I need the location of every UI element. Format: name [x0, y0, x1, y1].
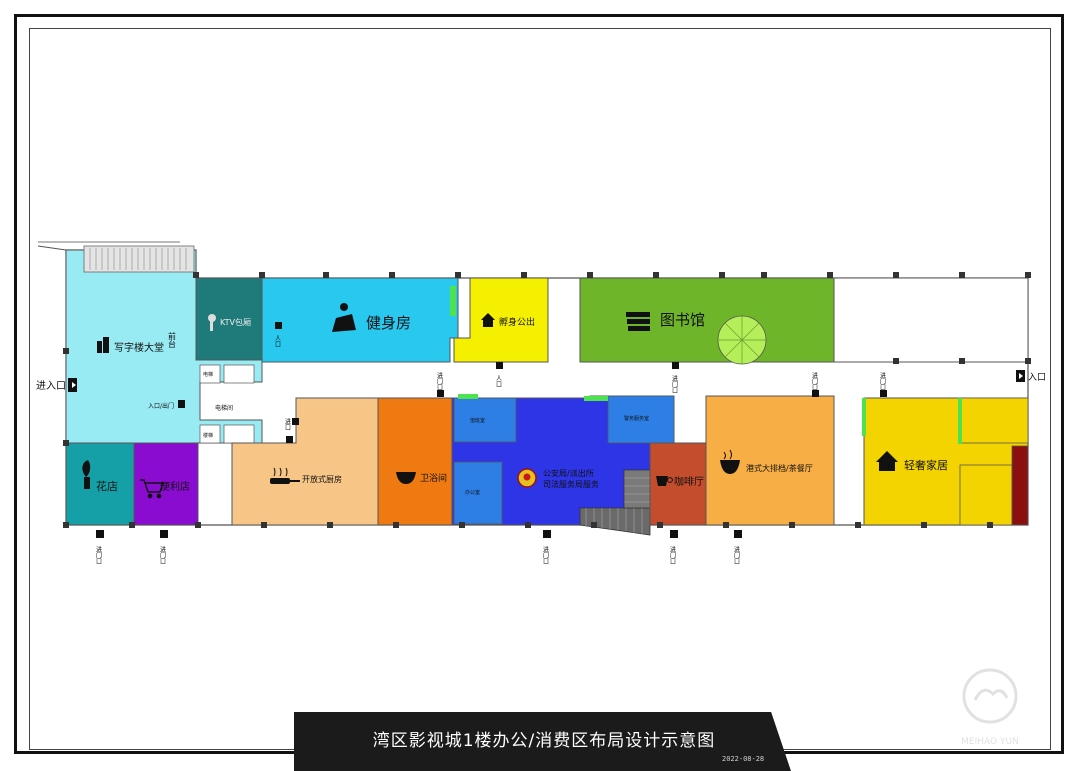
- room-home-sub1: [959, 397, 1029, 444]
- small-room-2: [199, 424, 221, 444]
- small-room-1: [199, 364, 221, 384]
- police-green-door-2: [458, 394, 478, 399]
- door-marker-bottom-2: 进门口: [159, 530, 168, 565]
- svg-text:人口: 人口: [495, 375, 502, 388]
- watermark-logo-icon: MEIHAO YUN: [961, 668, 1019, 747]
- door-marker-top-1: 人口: [274, 322, 282, 348]
- police-badge-icon: [517, 468, 537, 488]
- label-police-sub1: 值班室: [470, 417, 485, 424]
- label-home: 轻奢家居: [904, 458, 948, 472]
- label-police: 公安局/派出所: [543, 468, 594, 478]
- svg-text:进门口: 进门口: [671, 374, 678, 394]
- small-room-4: [223, 424, 255, 444]
- label-police-sub2: 办公室: [465, 489, 480, 496]
- svg-text:进门口: 进门口: [436, 371, 443, 391]
- label-left-entrance: 进入口: [36, 380, 66, 392]
- svg-text:进门口: 进门口: [159, 545, 166, 565]
- label-office-lobby: 写字楼大堂: [114, 341, 164, 354]
- home-icon-small: [481, 313, 495, 327]
- door-marker-top-2: 人口: [495, 362, 503, 388]
- microphone-icon: [208, 314, 216, 331]
- spiral-staircase-icon: [717, 315, 767, 365]
- room-police-sub2: [453, 461, 503, 525]
- label-coffee: 咖啡厅: [674, 476, 704, 488]
- label-bathroom: 卫浴间: [420, 472, 447, 484]
- fitness-icon: [332, 303, 356, 332]
- columns: [63, 272, 1031, 528]
- svg-text:进门口: 进门口: [733, 545, 740, 565]
- svg-text:进口: 进口: [284, 417, 291, 431]
- door-marker-left-1: [178, 400, 185, 408]
- canopy-hatch: [89, 248, 187, 270]
- door-marker-bottom-4: 进门口: [669, 530, 678, 565]
- bathtub-icon: [396, 472, 416, 484]
- label-small-room-1: 电梯: [203, 371, 213, 378]
- door-marker-bottom-3: 进门口: [542, 530, 551, 565]
- room-open-area: [833, 277, 1029, 363]
- cart-icon: [140, 479, 165, 499]
- room-flower-shop: [65, 442, 135, 526]
- restaurant-bowl-icon: [720, 449, 740, 474]
- label-police-sub3: 警务服务室: [624, 415, 649, 422]
- label-front-desk: 前台: [168, 331, 177, 349]
- room-library: [579, 277, 835, 363]
- room-police-sub1: [453, 397, 517, 443]
- door-marker-mid-2: 进门口: [811, 371, 819, 397]
- diagram-title: 湾区影视城1楼办公/消费区布局设计示意图: [372, 731, 716, 751]
- police-green-door: [584, 396, 608, 401]
- label-entry-exit: 入口/出门: [148, 402, 174, 410]
- room-gym: [261, 277, 459, 363]
- plant-icon: [82, 460, 91, 489]
- room-police-sub3: [607, 395, 675, 444]
- title-bar: 湾区影视城1楼办公/消费区布局设计示意图 2022-08-28: [294, 712, 791, 771]
- room-office-lobby: [65, 245, 263, 444]
- label-elevator: 电梯间: [215, 404, 233, 412]
- diagram-date: 2022-08-28: [722, 755, 765, 763]
- small-room-3: [223, 364, 255, 384]
- office-icon: [97, 337, 109, 353]
- svg-text:进门口: 进门口: [879, 371, 886, 391]
- label-flower-shop: 花店: [96, 479, 118, 493]
- watermark-text: MEIHAO YUN: [961, 737, 1019, 747]
- home-green-door-2: [958, 398, 962, 444]
- door-marker-mid-3: 进门口: [879, 371, 887, 397]
- svg-text:进门口: 进门口: [811, 371, 818, 391]
- label-ktv: KTV包厢: [220, 317, 251, 327]
- cooking-pan-icon: [270, 467, 300, 484]
- room-home-sub2: [959, 464, 1013, 526]
- book-icon: [626, 312, 650, 331]
- gym-green-door: [450, 286, 456, 316]
- right-entrance-icon: [1016, 370, 1025, 382]
- door-marker-bottom-5: 进门口: [733, 530, 742, 565]
- door-marker-bottom-1: 进门口: [95, 530, 104, 565]
- door-marker-mid-1: 进门口: [436, 371, 444, 397]
- label-library: 图书馆: [660, 311, 705, 329]
- label-police-line2: 司法服务局服务: [543, 479, 599, 489]
- home-icon: [876, 451, 898, 471]
- lobby-canopy: [83, 245, 195, 273]
- label-right-entrance: 入口: [1028, 372, 1046, 383]
- svg-text:进门口: 进门口: [669, 545, 676, 565]
- room-bathroom: [377, 397, 453, 526]
- home-green-door: [862, 398, 866, 436]
- door-markers: 进门口 进门口 进门口 进门口 进门口 人口 人口 进门口 进门口 进门口 进门…: [95, 322, 887, 565]
- label-hk-restaurant: 港式大排档/茶餐厅: [746, 463, 813, 473]
- staircase: [579, 469, 651, 536]
- svg-text:人口: 人口: [274, 335, 281, 348]
- room-shared-office: [453, 277, 549, 363]
- room-home-dark: [1011, 445, 1029, 526]
- door-marker-mid-4: 进口: [284, 417, 293, 443]
- coffee-cup-icon: [656, 476, 673, 486]
- door-marker-mid-5: [292, 418, 299, 425]
- label-open-kitchen: 开放式厨房: [302, 474, 342, 484]
- svg-text:进门口: 进门口: [95, 545, 102, 565]
- door-marker-top-3: 进门口: [671, 362, 679, 394]
- label-shared-office: 孵身公出: [499, 316, 535, 328]
- left-entrance-icon: [68, 378, 77, 392]
- svg-text:进门口: 进门口: [542, 545, 549, 565]
- label-gym: 健身房: [366, 314, 411, 332]
- label-small-room-2: 楼梯: [203, 432, 213, 439]
- label-convenience: 便利店: [160, 480, 190, 493]
